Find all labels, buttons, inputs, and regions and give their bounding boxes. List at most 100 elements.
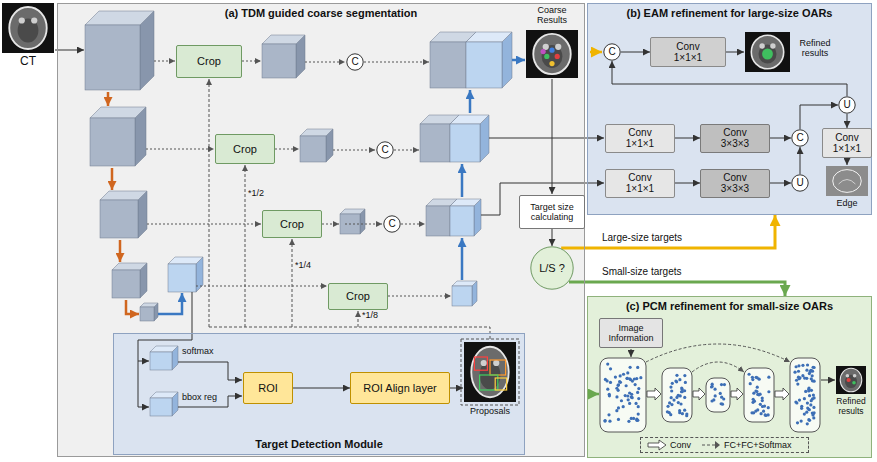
diagram-graphic <box>803 413 806 416</box>
diagram-graphic <box>847 378 851 382</box>
feature-cube <box>450 199 481 236</box>
diagram-graphic <box>767 406 770 409</box>
node-label: Crop <box>233 143 257 156</box>
diagram-graphic <box>790 358 820 432</box>
legend-item: FC+FC+Softmax <box>701 439 792 451</box>
diagram-graphic <box>619 374 622 377</box>
diagram-graphic <box>617 406 620 409</box>
diagram-graphic <box>466 32 512 42</box>
circle-shape <box>792 130 808 146</box>
diagram-graphic <box>762 48 773 59</box>
point-cloud <box>790 358 820 432</box>
diagram-graphic <box>840 368 862 392</box>
diagram-graphic <box>813 380 816 383</box>
flow-line <box>138 361 149 362</box>
annotation-label: Proposals <box>460 406 520 416</box>
diagram-graphic <box>747 373 750 376</box>
diagram-graphic <box>140 307 154 321</box>
roi-box: ROI <box>243 372 293 404</box>
diagram-graphic <box>608 420 611 423</box>
panel-title: (a) TDM guided coarse segmentation <box>225 7 418 20</box>
diagram-graphic <box>846 374 850 378</box>
diagram-graphic <box>543 44 549 50</box>
diagram-graphic <box>85 11 154 25</box>
diagram-graphic <box>710 399 713 402</box>
diagram-graphic <box>262 44 296 78</box>
diagram-graphic <box>767 376 770 379</box>
crop-box: Crop <box>328 283 388 310</box>
diagram-graphic <box>606 388 609 391</box>
diagram-graphic <box>800 419 803 422</box>
diagram-graphic <box>150 398 172 416</box>
ct-image <box>526 30 578 78</box>
diagram-graphic <box>801 364 804 367</box>
diagram-graphic <box>812 366 815 369</box>
diagram-graphic <box>803 397 806 400</box>
diagram-graphic <box>756 393 759 396</box>
flow-line <box>590 51 602 54</box>
diagram-graphic <box>150 352 172 370</box>
diagram-graphic <box>671 382 674 385</box>
flow-line <box>333 150 375 151</box>
diagram-graphic <box>615 387 618 390</box>
diagram-graphic <box>800 407 803 410</box>
annotation-label: softmax <box>182 346 214 356</box>
node-label: C <box>351 56 358 68</box>
diagram-graphic <box>839 180 856 185</box>
diagram-graphic <box>140 303 158 307</box>
node-label: C <box>388 218 395 230</box>
diagram-graphic <box>495 378 506 390</box>
feature-cube <box>466 32 512 88</box>
diagram-graphic <box>450 199 481 206</box>
ct-image <box>826 166 868 196</box>
diagram-graphic <box>474 357 487 370</box>
diagram-graphic <box>639 376 642 379</box>
node-label: U <box>843 99 850 111</box>
conv-arrow <box>775 388 789 400</box>
node-label: Image Information <box>604 323 658 344</box>
flow-line <box>146 149 214 150</box>
panel-ground <box>113 333 525 455</box>
diagram-graphic <box>720 396 723 399</box>
diagram-graphic <box>710 385 713 388</box>
diagram-graphic <box>634 383 637 386</box>
diagram-graphic <box>555 54 560 59</box>
diagram-graphic <box>450 115 489 124</box>
diagram-graphic <box>526 30 578 78</box>
concat-circle: C <box>603 43 621 61</box>
diagram-graphic <box>763 404 766 407</box>
node-label: Conv 1×1×1 <box>620 172 660 195</box>
diagram-graphic <box>620 399 623 402</box>
panel: (c) PCM refinement for small-size OARsIm… <box>587 296 872 458</box>
diagram-graphic <box>85 25 140 90</box>
diagram-graphic <box>845 375 857 388</box>
diagram-graphic <box>670 389 673 392</box>
diagram-graphic <box>683 396 686 399</box>
concat-circle: C <box>383 215 401 233</box>
annotation-label: Coarse Results <box>524 5 580 26</box>
flow-line <box>469 90 472 113</box>
diagram-graphic <box>637 405 640 408</box>
circle-shape <box>792 175 808 191</box>
crop-box: Crop <box>262 210 322 238</box>
diagram-graphic <box>420 124 450 162</box>
diagram-graphic <box>764 413 767 416</box>
diagram-graphic <box>634 402 637 405</box>
feature-cube <box>85 11 154 90</box>
diagram-graphic <box>807 418 810 421</box>
diagram-graphic <box>683 374 686 377</box>
connector <box>770 183 791 184</box>
diagram-graphic <box>754 389 757 392</box>
arrowhead <box>715 441 720 449</box>
feature-cube <box>140 303 158 321</box>
diagram-graphic <box>2 3 54 53</box>
diagram-graphic <box>544 54 549 59</box>
node-label: Crop <box>197 55 221 68</box>
diagram-graphic <box>31 17 37 23</box>
point-cloud <box>744 368 774 422</box>
node-label: Conv 3×3×3 <box>715 127 755 150</box>
diagram-graphic <box>90 118 135 166</box>
panel-title: Target Detection Module <box>255 438 383 451</box>
diagram-graphic <box>807 386 810 389</box>
diagram-graphic <box>555 44 561 50</box>
